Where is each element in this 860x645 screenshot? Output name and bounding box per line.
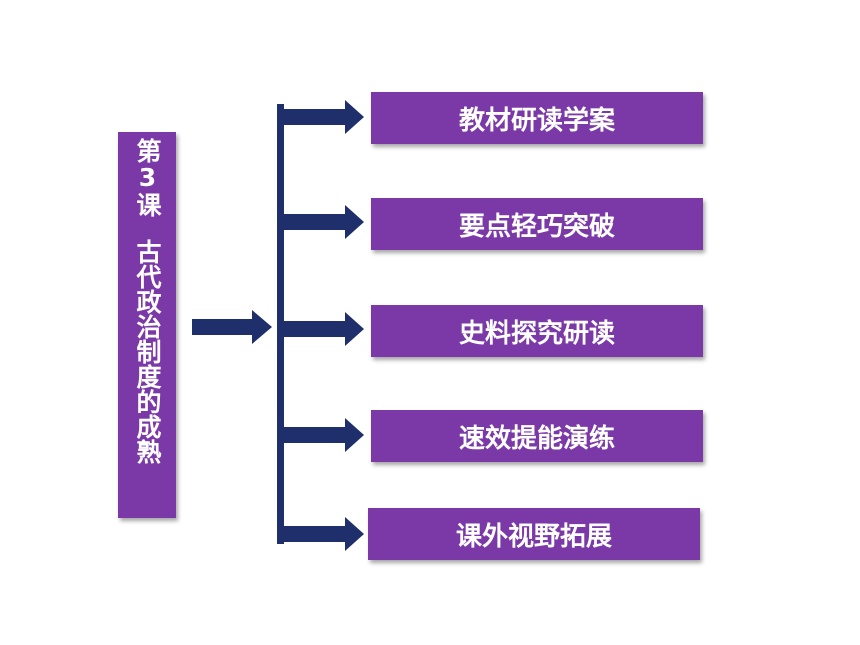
branch-arrow-4 [284,418,364,452]
branch-arrow-5 [284,517,364,551]
menu-item-2[interactable]: 要点轻巧突破 [371,198,703,250]
menu-item-3[interactable]: 史料探究研读 [371,305,703,357]
branch-arrow-1 [284,100,364,134]
menu-item-1[interactable]: 教材研读学案 [371,92,703,144]
lesson-number: 第3课 [133,138,162,217]
lesson-title: 古代政治制度的成熟 [133,239,162,464]
branch-arrow-3 [284,312,364,346]
lesson-title-box: 第3课 古代政治制度的成熟 [118,132,176,518]
menu-item-4[interactable]: 速效提能演练 [371,410,703,462]
branch-arrow-2 [284,205,364,239]
main-arrow [192,310,272,344]
bracket-line [277,104,284,544]
menu-item-5[interactable]: 课外视野拓展 [368,508,700,560]
